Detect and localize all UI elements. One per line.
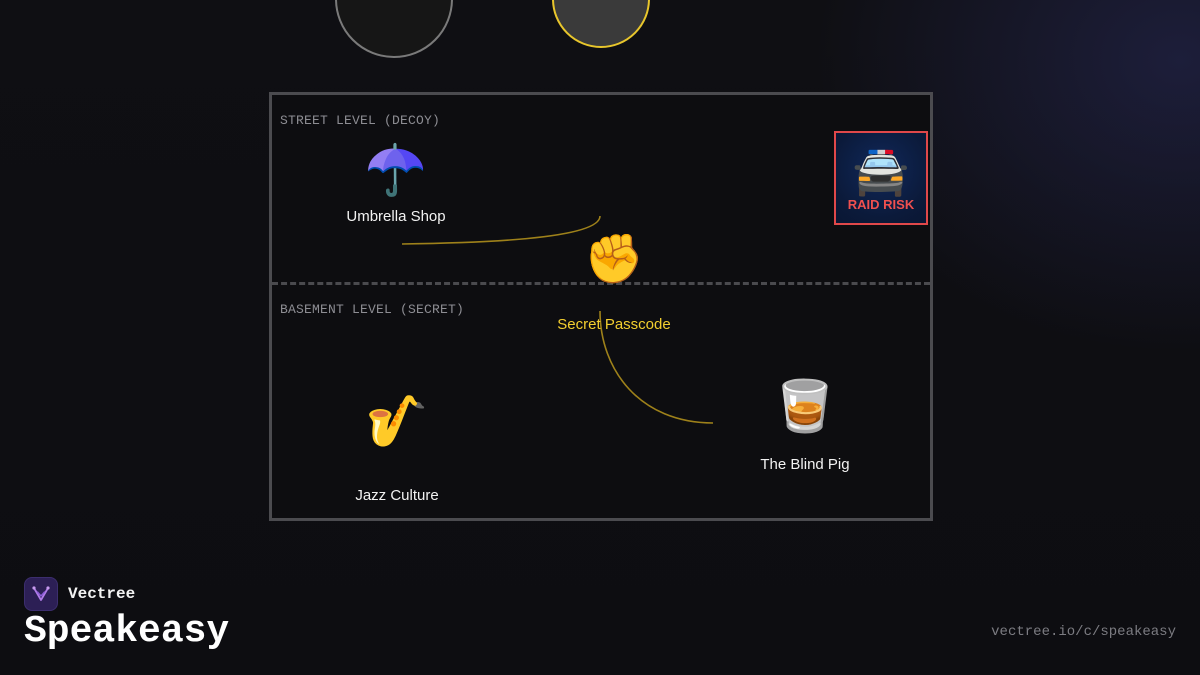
whiskey-glass-icon: 🥃 (773, 378, 837, 434)
page-url[interactable]: vectree.io/c/speakeasy (991, 624, 1176, 640)
node-secret-passcode[interactable]: ✊ Secret Passcode (546, 232, 682, 333)
brand: Vectree (24, 577, 135, 611)
blind-pig-label: The Blind Pig (760, 456, 850, 473)
raid-risk-card[interactable]: 🚔 RAID RISK (834, 131, 928, 225)
page-title: Speakeasy (24, 610, 230, 653)
raised-fist-icon: ✊ (584, 233, 644, 286)
diagram-frame: STREET LEVEL (DECOY) BASEMENT LEVEL (SEC… (269, 92, 933, 521)
basement-level-label: BASEMENT LEVEL (SECRET) (280, 302, 465, 317)
raid-risk-label: RAID RISK (847, 197, 915, 212)
node-jazz-culture[interactable]: 🎷 Jazz Culture (336, 393, 458, 504)
node-blind-pig[interactable]: 🥃 The Blind Pig (744, 378, 866, 473)
node-umbrella-shop[interactable]: ☂️ Umbrella Shop (336, 142, 456, 225)
vectree-logo-icon (24, 577, 58, 611)
police-car-icon: 🚔 (852, 145, 910, 197)
secret-passcode-label: Secret Passcode (557, 316, 671, 333)
level-divider (272, 282, 930, 285)
brand-name: Vectree (68, 585, 136, 603)
saxophone-icon: 🎷 (365, 393, 429, 449)
street-level-label: STREET LEVEL (DECOY) (280, 113, 441, 128)
jazz-culture-label: Jazz Culture (355, 487, 439, 504)
umbrella-icon: ☂️ (364, 142, 428, 198)
umbrella-shop-label: Umbrella Shop (346, 208, 446, 225)
